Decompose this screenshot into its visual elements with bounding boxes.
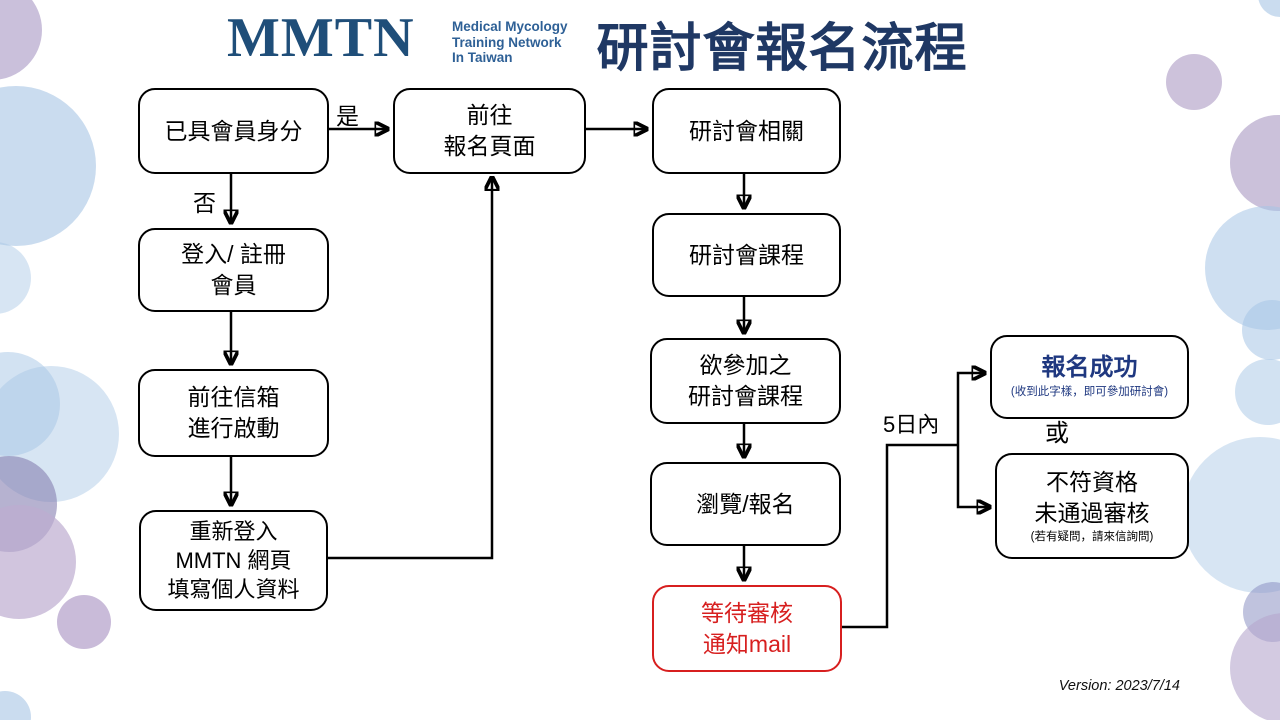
node-goto-registration-page: 前往 報名頁面 — [393, 88, 586, 174]
node-seminar-course: 研討會課程 — [652, 213, 841, 297]
node-label: 前往信箱 — [187, 384, 280, 411]
node-mailbox-activate: 前往信箱 進行啟動 — [138, 369, 329, 457]
tagline-line: Medical Mycology — [452, 19, 568, 34]
edge-relogin-to-goto — [324, 178, 492, 560]
decorative-circle — [1166, 54, 1222, 110]
node-label: 重新登入 — [189, 518, 278, 544]
node-label: MMTN 網頁 — [175, 547, 292, 573]
edge-label-yes: 是 — [336, 103, 359, 129]
node-note: (收到此字樣，即可參加研討會) — [1010, 385, 1169, 398]
node-registration-success: 報名成功 (收到此字樣，即可參加研討會) — [990, 335, 1189, 419]
logo-tagline: Medical Mycology Training Network In Tai… — [452, 19, 568, 66]
node-browse-register: 瀏覽/報名 — [650, 462, 841, 546]
node-label: 進行啟動 — [187, 415, 280, 441]
mmtn-logo: MMTN — [227, 7, 415, 69]
node-label: 研討會相關 — [689, 117, 804, 144]
node-not-qualified: 不符資格 未通過審核 (若有疑問，請來信詢問) — [995, 453, 1189, 559]
node-login-register: 登入/ 註冊 會員 — [138, 228, 329, 312]
node-seminar-related: 研討會相關 — [652, 88, 841, 174]
edge-label-or: 或 — [1045, 420, 1069, 447]
node-label: 等待審核 — [701, 599, 793, 626]
node-label: 不符資格 — [1046, 468, 1138, 495]
node-label: 填寫個人資料 — [167, 577, 300, 603]
edge-branch-to-success — [956, 373, 984, 445]
edge-label-within-5-days: 5日內 — [883, 412, 940, 437]
node-label: 前往 — [466, 102, 513, 129]
node-wait-review-mail: 等待審核 通知mail — [652, 585, 842, 672]
edge-wait-to-branch — [839, 443, 958, 629]
decorative-circle — [1235, 359, 1280, 425]
node-label: 瀏覽/報名 — [696, 490, 795, 517]
edge-label-no: 否 — [193, 190, 216, 216]
node-member-status: 已具會員身分 — [138, 88, 329, 174]
node-relogin-fill-profile: 重新登入 MMTN 網頁 填寫個人資料 — [139, 510, 328, 611]
node-label: 研討會課程 — [689, 241, 804, 268]
node-label: 研討會課程 — [688, 383, 803, 409]
node-label: 報名頁面 — [443, 133, 536, 159]
page-title: 研討會報名流程 — [596, 20, 968, 78]
decorative-circle — [57, 595, 111, 649]
version-text: Version: 2023/7/14 — [1058, 678, 1180, 694]
node-label: 已具會員身分 — [164, 117, 303, 144]
node-label: 欲參加之 — [699, 352, 792, 379]
node-label: 未通過審核 — [1034, 499, 1150, 526]
node-label: 報名成功 — [1041, 354, 1138, 382]
edge-branch-to-reject — [956, 445, 989, 507]
node-note: (若有疑問，請來信詢問) — [1030, 531, 1154, 544]
tagline-line: Training Network — [452, 34, 562, 50]
node-label: 會員 — [210, 272, 257, 298]
tagline-line: In Taiwan — [452, 50, 513, 66]
node-label: 登入/ 註冊 — [181, 241, 286, 268]
node-label: 通知mail — [702, 630, 792, 657]
node-desired-course: 欲參加之 研討會課程 — [650, 338, 841, 424]
